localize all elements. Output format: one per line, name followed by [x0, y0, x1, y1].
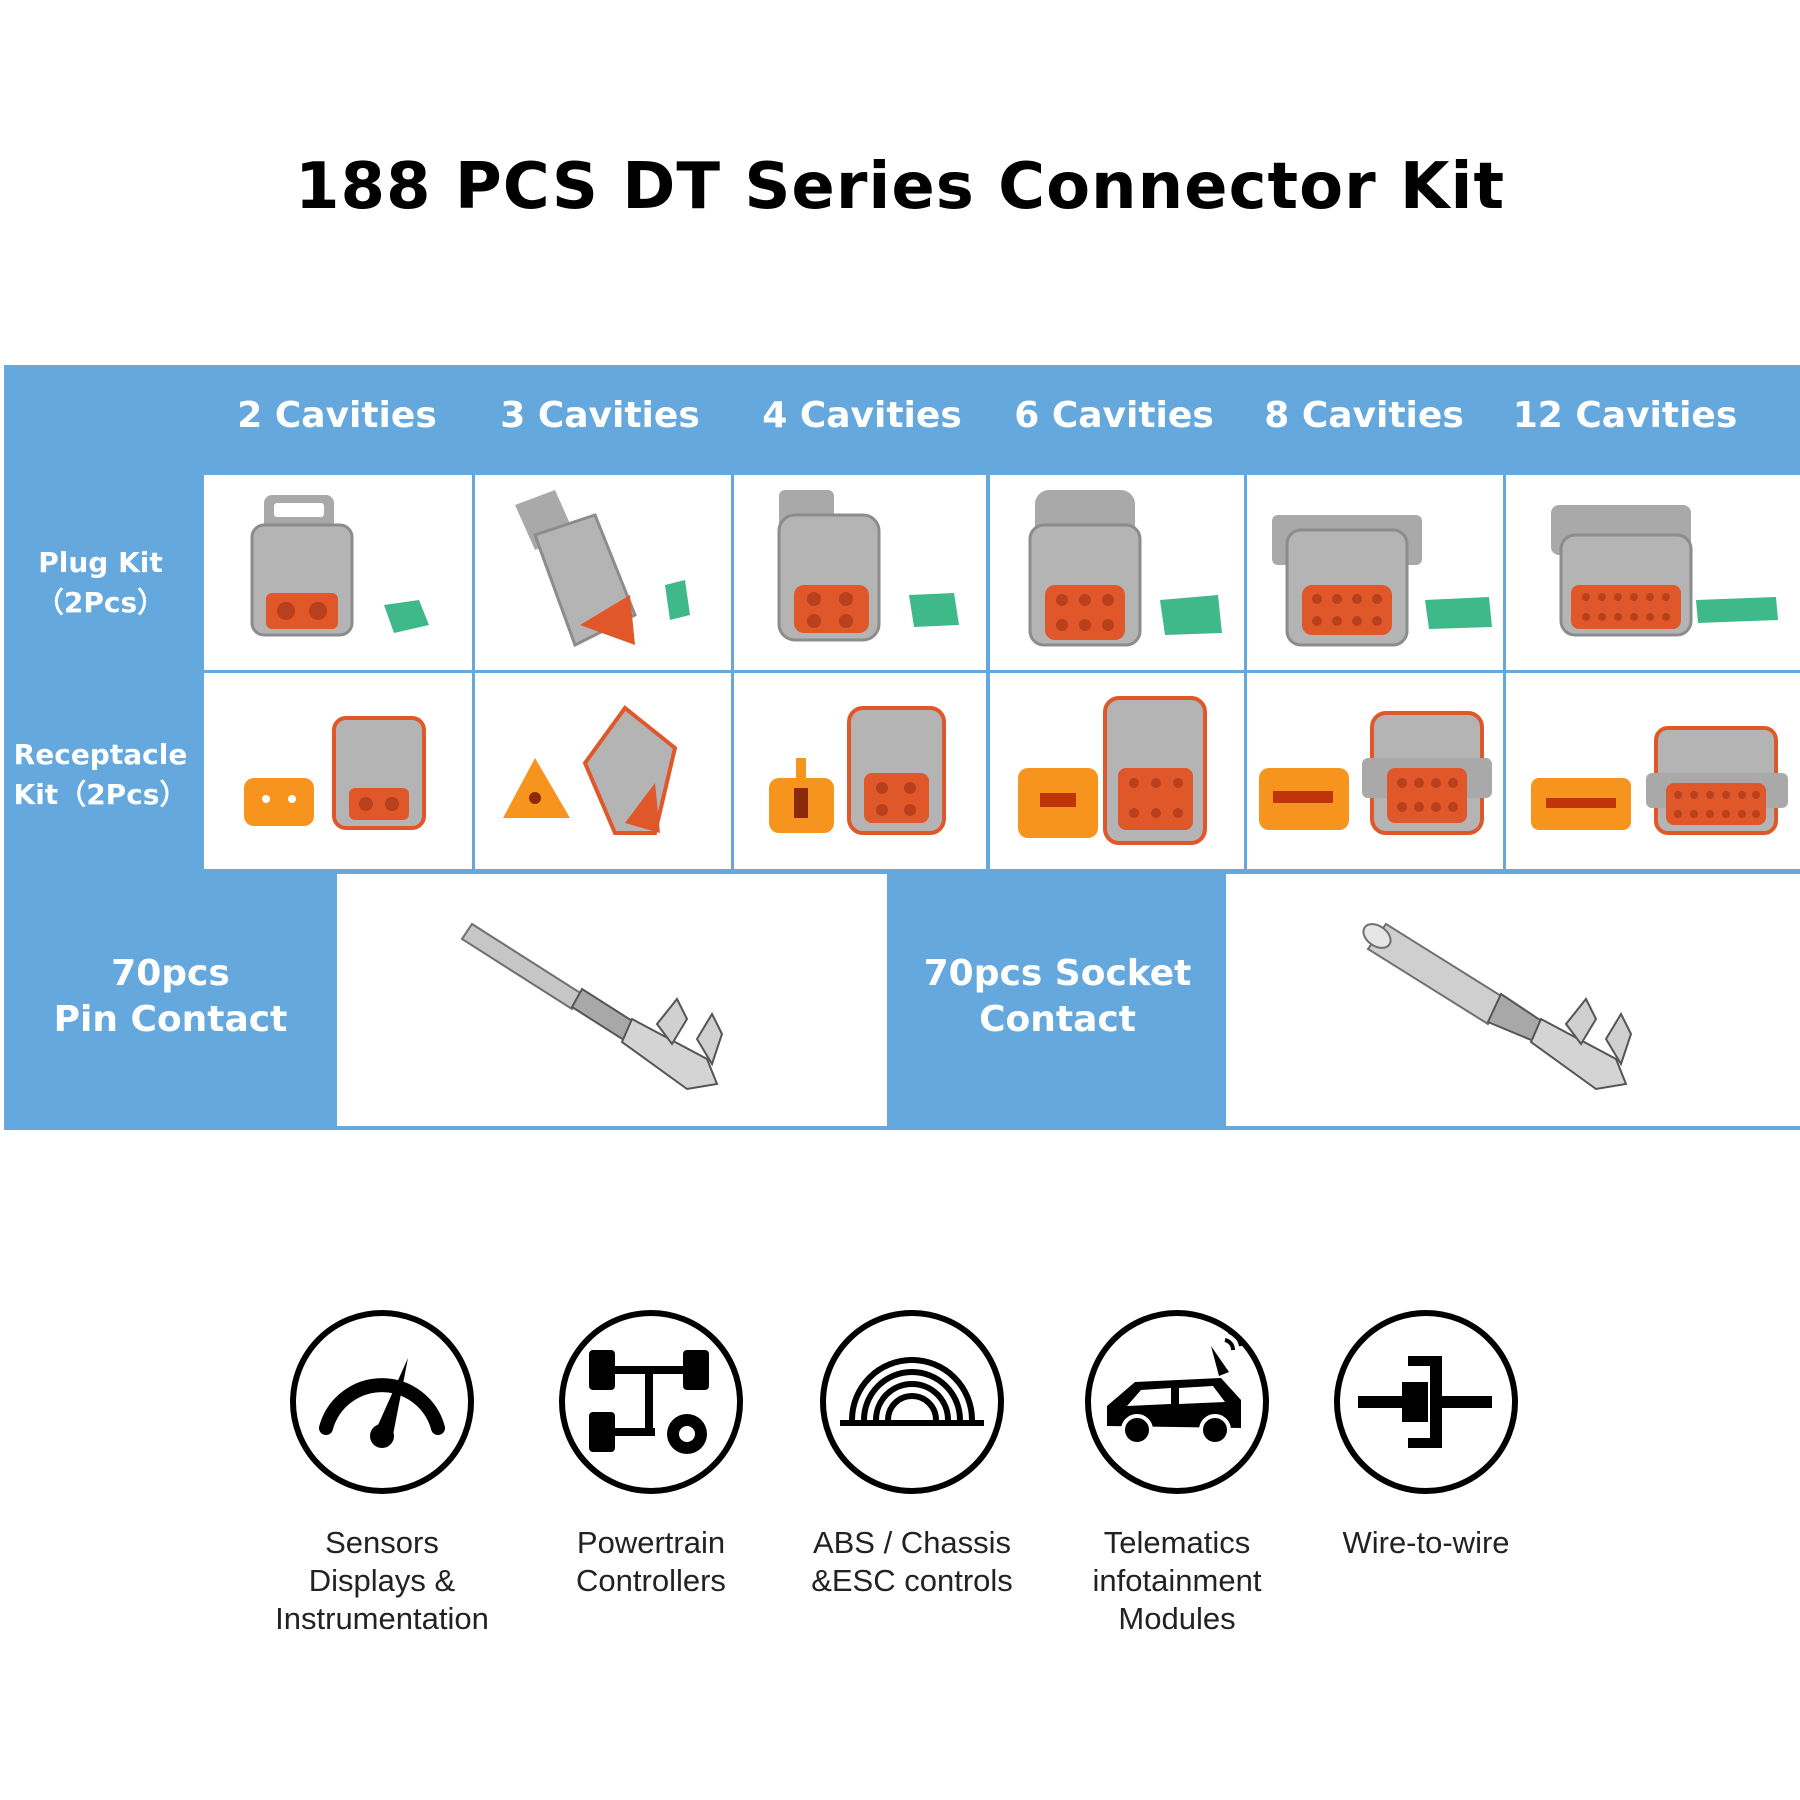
application-abs-chassis: ABS / Chassis &ESC controls [772, 1310, 1052, 1600]
page-title: 188 PCS DT Series Connector Kit [294, 150, 1506, 224]
gauge-icon [290, 1310, 474, 1494]
plug-2-cavity-image [204, 475, 472, 670]
application-telematics: Telematics infotainment Modules [1037, 1310, 1317, 1638]
powertrain-icon [559, 1310, 743, 1494]
receptacle-4-cavity-image [734, 673, 986, 869]
application-abs-chassis-label: ABS / Chassis &ESC controls [811, 1525, 1013, 1598]
plug-6-cavity-image [990, 475, 1244, 670]
receptacle-3-cavity-image [475, 673, 731, 869]
plug-3-cavity-image [475, 475, 731, 670]
row-header-receptacle-line1: Receptacle [13, 738, 188, 771]
socket-contact-image [1226, 874, 1800, 1126]
col-header-12: 12 Cavities [1512, 395, 1738, 436]
receptacle-2-cavity-image [204, 673, 472, 869]
pin-contact-line2: Pin Contact [53, 999, 288, 1040]
col-header-4: 4 Cavities [762, 395, 962, 436]
socket-contact-line1: 70pcs Socket [923, 953, 1192, 994]
plug-8-cavity-image [1247, 475, 1503, 670]
col-header-6: 6 Cavities [1014, 395, 1214, 436]
abs-chassis-icon [820, 1310, 1004, 1494]
row-header-plug: Plug Kit （2Pcs） [8, 543, 193, 623]
row-header-receptacle: Receptacle Kit（2Pcs） [8, 735, 193, 815]
pin-contact-label: 70pcs Pin Contact [8, 951, 333, 1043]
row-header-plug-line1: Plug Kit [38, 546, 163, 579]
pin-contact-line1: 70pcs [111, 953, 230, 994]
application-wire-to-wire-label: Wire-to-wire [1342, 1525, 1510, 1560]
col-header-3: 3 Cavities [500, 395, 700, 436]
socket-contact-label: 70pcs Socket Contact [890, 951, 1225, 1043]
application-wire-to-wire: Wire-to-wire [1286, 1310, 1566, 1562]
pin-contact-image [337, 874, 887, 1126]
row-header-receptacle-line2: Kit（2Pcs） [13, 778, 188, 811]
application-powertrain-label: Powertrain Controllers [576, 1525, 726, 1598]
application-telematics-label: Telematics infotainment Modules [1092, 1525, 1262, 1636]
plug-12-cavity-image [1506, 475, 1800, 670]
application-sensors-label: Sensors Displays & Instrumentation [275, 1525, 489, 1636]
socket-contact-line2: Contact [979, 999, 1136, 1040]
application-powertrain: Powertrain Controllers [511, 1310, 791, 1600]
receptacle-8-cavity-image [1247, 673, 1503, 869]
plug-4-cavity-image [734, 475, 986, 670]
col-header-8: 8 Cavities [1264, 395, 1464, 436]
application-sensors: Sensors Displays & Instrumentation [242, 1310, 522, 1638]
wire-to-wire-icon [1334, 1310, 1518, 1494]
car-telematics-icon [1085, 1310, 1269, 1494]
col-header-2: 2 Cavities [237, 395, 437, 436]
receptacle-6-cavity-image [990, 673, 1244, 869]
row-header-plug-line2: （2Pcs） [35, 586, 166, 619]
receptacle-12-cavity-image [1506, 673, 1800, 869]
